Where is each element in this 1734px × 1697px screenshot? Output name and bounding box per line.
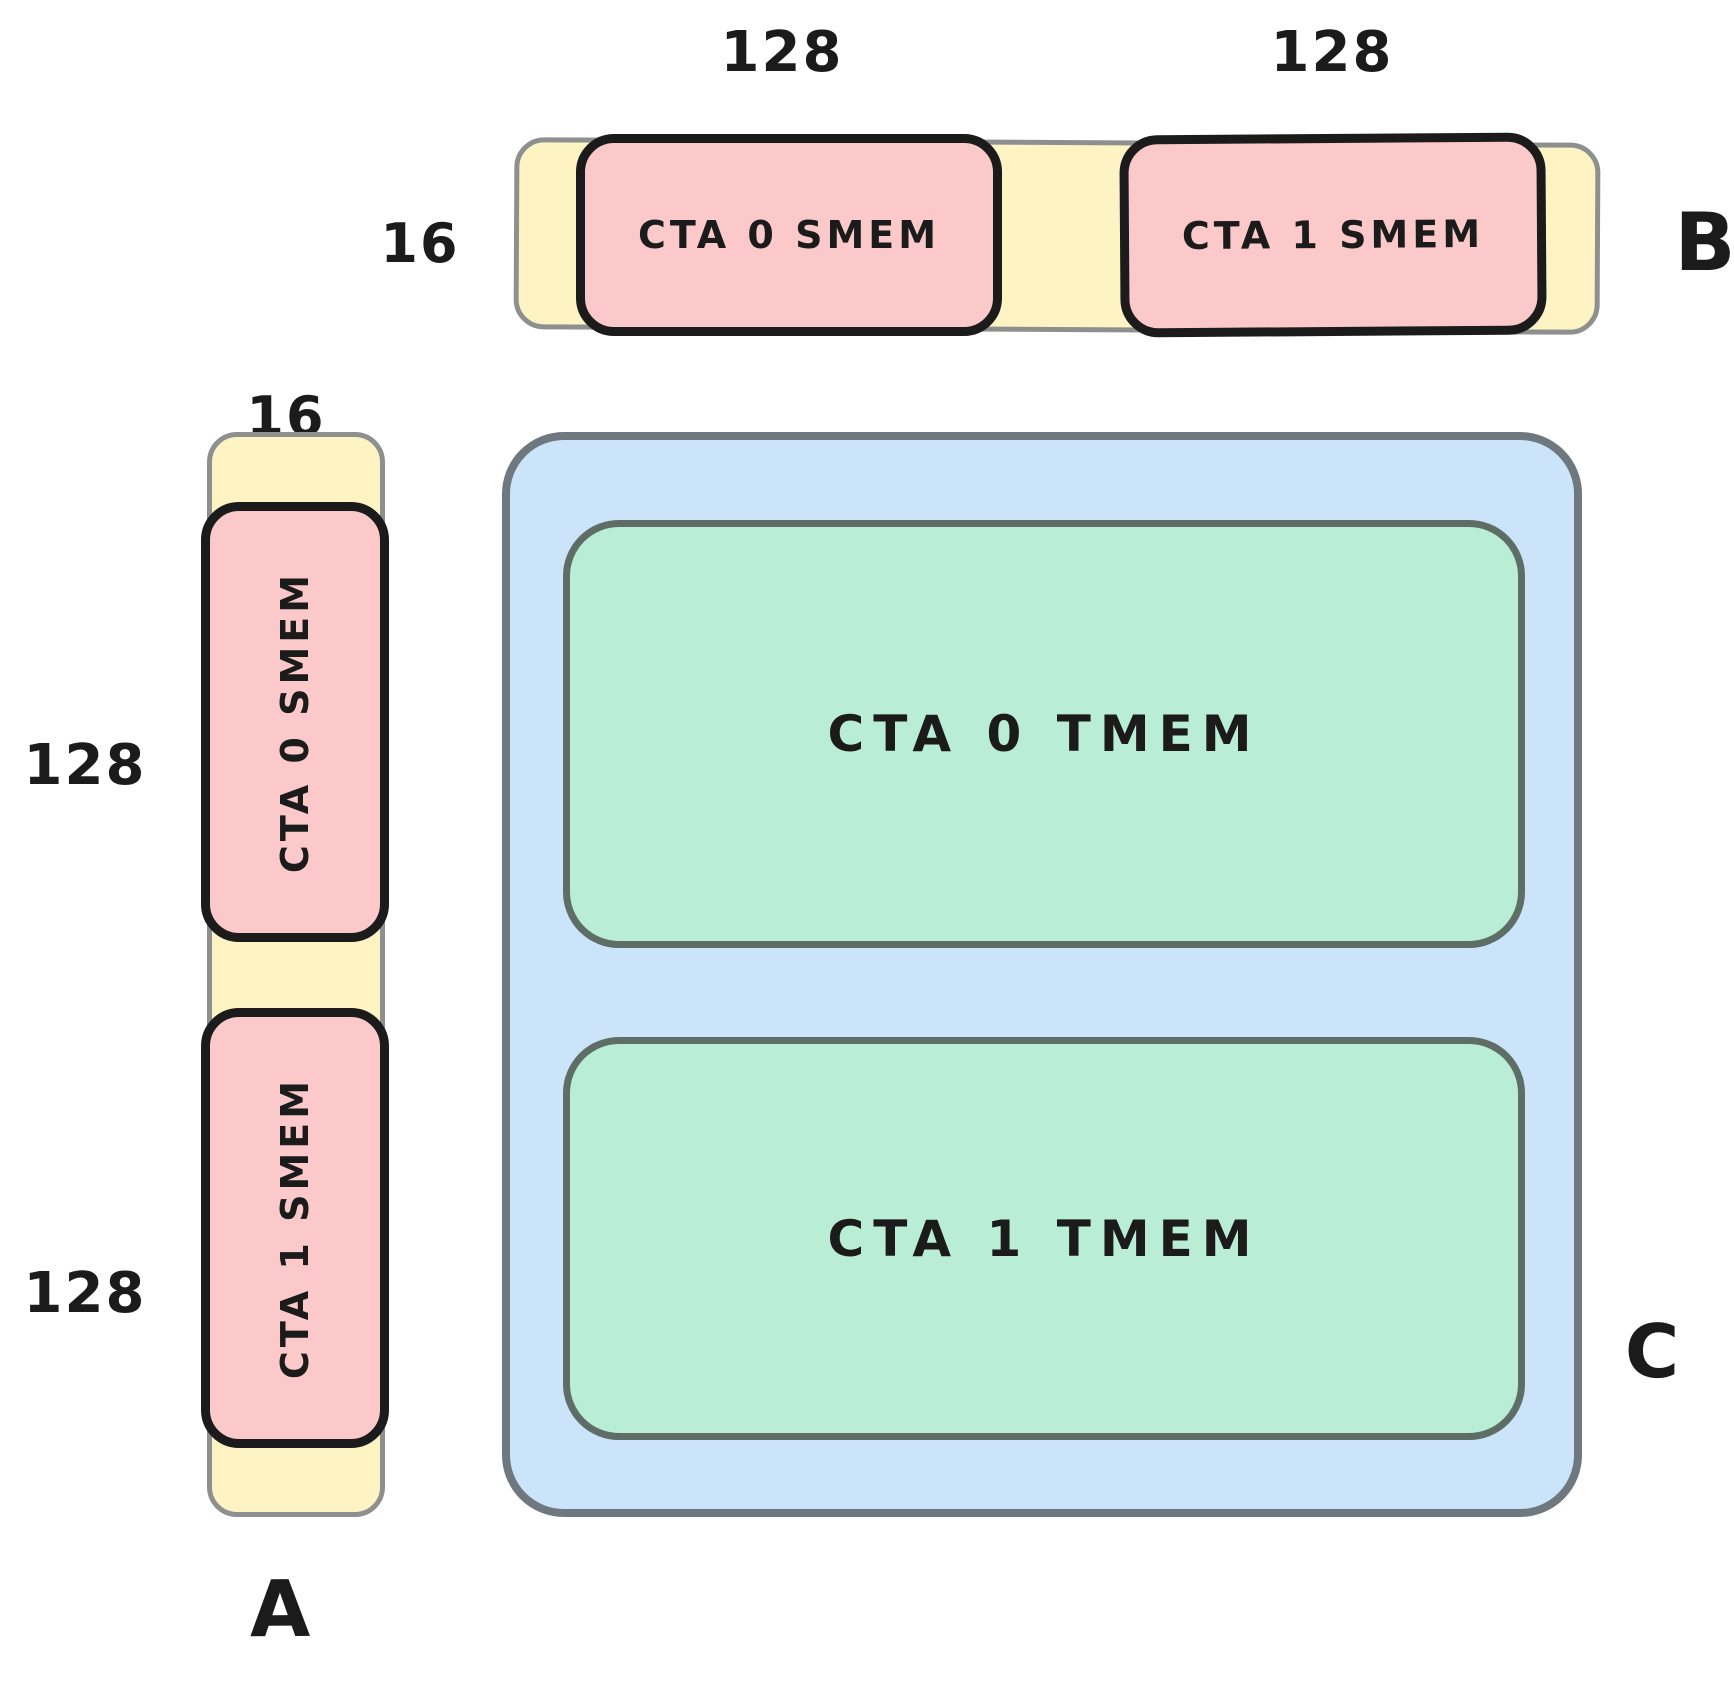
matrix-b-dim-col-0: 128 [720,19,844,85]
matrix-b-block-cta1-smem: CTA 1 SMEM [1119,132,1547,338]
matrix-a-dim-row-1: 128 [23,1260,147,1326]
matrix-b-block-cta0-smem-label: CTA 0 SMEM [637,213,941,257]
matrix-c-block-cta1-tmem-label: CTA 1 TMEM [827,1209,1261,1268]
matrix-a-block-cta1-smem: CTA 1 SMEM [201,1008,389,1448]
matrix-a-dim-row-0: 128 [23,732,147,798]
matrix-c-block-cta0-tmem-label: CTA 0 TMEM [827,705,1261,763]
matrix-b-label: B [1674,195,1734,289]
matrix-c-block-cta0-tmem: CTA 0 TMEM [563,520,1525,948]
matrix-b-dim-col-1: 128 [1270,19,1394,85]
matrix-c-block-cta1-tmem: CTA 1 TMEM [563,1037,1525,1440]
matrix-c-label: C [1624,1308,1680,1396]
matrix-a-block-cta1-smem-label: CTA 1 SMEM [273,1076,317,1380]
matrix-b-block-cta0-smem: CTA 0 SMEM [576,134,1002,336]
matrix-a-label: A [249,1564,311,1656]
matrix-b-block-cta1-smem-label: CTA 1 SMEM [1181,211,1485,259]
matrix-b-dim-row: 16 [380,211,460,275]
matrix-a-block-cta0-smem-label: CTA 0 SMEM [273,570,317,874]
matrix-a-block-cta0-smem: CTA 0 SMEM [201,502,389,942]
